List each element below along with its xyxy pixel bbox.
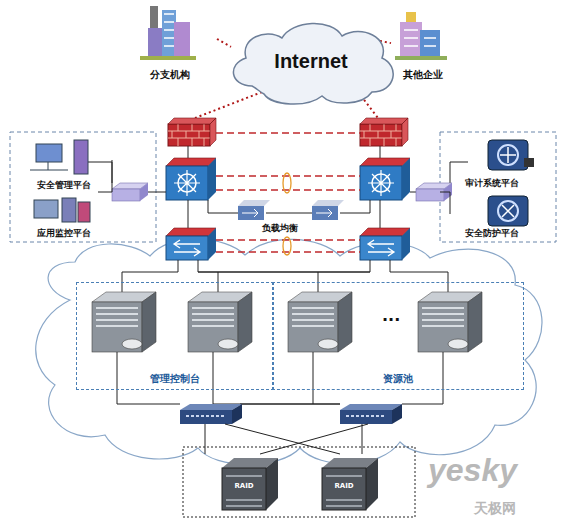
platform-icon: 其他企业 <box>375 4 471 84</box>
node-label: 分支机构 <box>123 68 217 82</box>
group-box: 资源池 <box>272 282 524 390</box>
platform-icon: 审计系统平台 <box>441 138 543 192</box>
node-label: 其他企业 <box>375 68 471 82</box>
platform-icon: 分支机构 <box>123 4 217 84</box>
node-label: 安全管理平台 <box>15 179 113 192</box>
node-label: 应用监控平台 <box>15 227 113 240</box>
raid-storage: RAID <box>218 454 282 512</box>
device-label: ··· <box>382 310 400 329</box>
node-label: 审计系统平台 <box>441 177 543 190</box>
watermark: 天极网 <box>474 500 516 518</box>
node-label: Internet <box>219 50 403 73</box>
dotted-link <box>217 39 231 47</box>
group-box: 管理控制台 <box>76 282 274 390</box>
platform-icon: 安全管理平台 <box>15 138 113 194</box>
node-label: RAID <box>222 482 266 490</box>
internet-cloud: Internet <box>219 16 403 106</box>
watermark: yesky <box>428 452 517 489</box>
node-label: 管理控制台 <box>77 372 273 386</box>
node-label: RAID <box>322 482 366 490</box>
platform-icon: 安全防护平台 <box>441 194 543 242</box>
platform-icon: 应用监控平台 <box>15 196 113 242</box>
node-label: 安全防护平台 <box>441 227 543 240</box>
raid-storage: RAID <box>318 454 382 512</box>
device-label: 负载均衡 <box>262 222 298 235</box>
node-label: 资源池 <box>273 372 523 386</box>
